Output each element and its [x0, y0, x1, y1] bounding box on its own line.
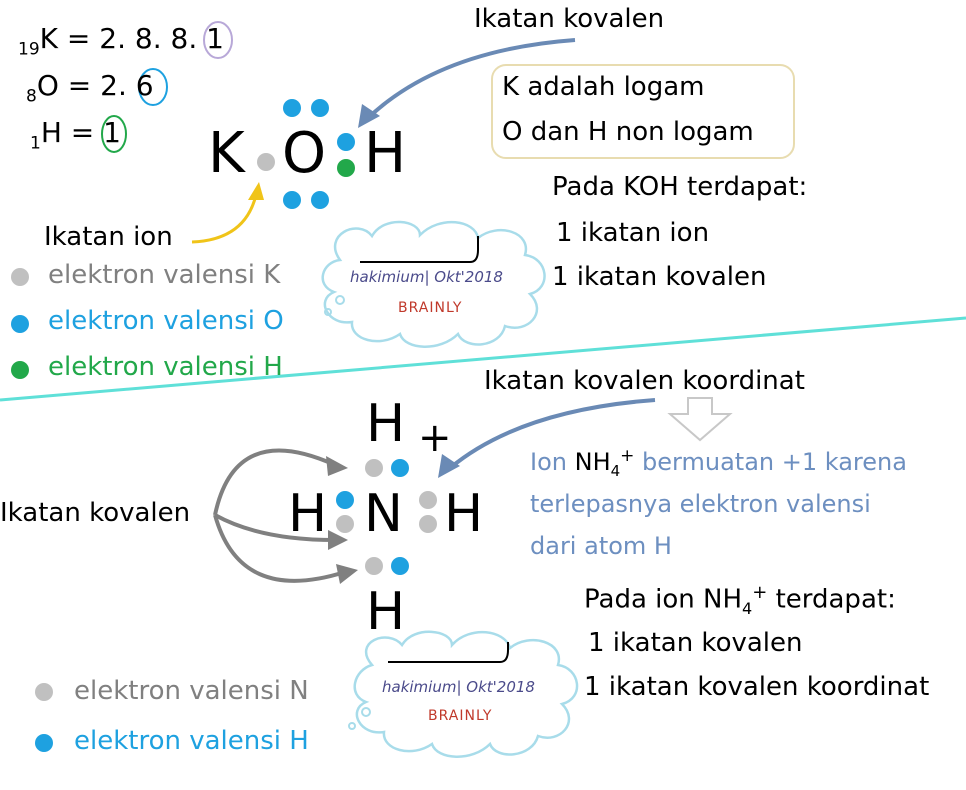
- nh4-summary-pre: Pada ion: [584, 584, 704, 615]
- o-valence-circle: [138, 68, 168, 106]
- info-box-border: [491, 64, 795, 159]
- legend-k-label: elektron valensi K: [48, 260, 281, 290]
- nh4-atom-h-bottom: H: [366, 582, 406, 642]
- koh-covalent-arrowhead: [358, 104, 380, 128]
- legend-dot-k: [11, 268, 29, 286]
- nh4-coordinate-arrowhead: [438, 454, 460, 478]
- config-k-last: 1: [206, 22, 224, 55]
- koh-ionic-arrowhead: [248, 182, 264, 200]
- nh4-covalent-label: Ikatan kovalen: [0, 498, 191, 528]
- watermark-1-brand: BRAINLY: [398, 300, 463, 316]
- nh4-covalent-arrows: [213, 448, 346, 583]
- nh4-covalent-arrowheads: [326, 456, 358, 584]
- koh-atom-h: H: [364, 121, 407, 186]
- legend-h2-label: elektron valensi H: [74, 726, 309, 756]
- legend-dot-n: [35, 683, 53, 701]
- koh-covalent-label: Ikatan kovalen: [474, 4, 665, 34]
- koh-ionic-arrow: [191, 194, 258, 244]
- nh4-desc-post: bermuatan +1 karena: [634, 448, 907, 476]
- config-o: 8O = 2. 6: [26, 69, 154, 107]
- koh-summary-covalent: 1 ikatan kovalen: [552, 262, 767, 292]
- nh4-desc-ion-sup: +: [620, 446, 635, 466]
- o-electron: [311, 191, 329, 209]
- o-electron: [311, 99, 329, 117]
- h-electron: [391, 557, 409, 575]
- config-h: 1H = 1: [30, 116, 121, 154]
- legend-dot-h2: [35, 734, 53, 752]
- k-valence-circle: [203, 21, 233, 59]
- nh4-charge: +: [418, 415, 452, 461]
- n-electron: [365, 557, 383, 575]
- nh4-summary-covalent: 1 ikatan kovalen: [588, 628, 803, 658]
- nh4-summary-ion: NH: [703, 584, 743, 615]
- legend-dot-o: [11, 315, 29, 333]
- o-electron: [337, 133, 355, 151]
- nh4-desc-pre: Ion: [530, 448, 575, 476]
- n-electron: [419, 515, 437, 533]
- k-electron: [257, 153, 275, 171]
- n-electron: [336, 515, 354, 533]
- nh4-desc-line-3: dari atom H: [530, 532, 672, 560]
- legend-n-label: elektron valensi N: [74, 676, 309, 706]
- h-electron: [391, 459, 409, 477]
- nh4-summary-title: Pada ion NH4+ terdapat:: [584, 582, 896, 618]
- n-electron: [419, 491, 437, 509]
- nh4-atom-h-top: H: [366, 394, 406, 454]
- config-h-symbol: H: [40, 116, 62, 149]
- cloud-watermark-1: [321, 220, 546, 348]
- n-electron: [365, 459, 383, 477]
- nh4-coordinate-label: Ikatan kovalen koordinat: [484, 366, 805, 396]
- cloud-watermark-2: [348, 630, 579, 758]
- section-divider: [0, 316, 966, 402]
- koh-summary-ionic: 1 ikatan ion: [556, 218, 710, 248]
- watermark-1-author: hakimium| Okt'2018: [350, 268, 503, 286]
- o-electron: [283, 99, 301, 117]
- config-k-symbol: K: [39, 22, 59, 55]
- legend-o-label: elektron valensi O: [48, 306, 284, 336]
- watermark-2-author: hakimium| Okt'2018: [382, 678, 535, 696]
- hollow-down-arrow: [667, 397, 733, 442]
- watermark-2-brand: BRAINLY: [428, 708, 493, 724]
- nh4-electrons: [336, 459, 437, 575]
- koh-summary-title: Pada KOH terdapat:: [552, 172, 808, 202]
- config-o-sub: 8: [26, 86, 37, 107]
- legend-h-label: elektron valensi H: [48, 352, 283, 382]
- info-line-2: O dan H non logam: [502, 117, 754, 147]
- config-h-last: 1: [103, 116, 121, 149]
- config-k-sub: 19: [18, 39, 40, 60]
- h-valence-circle: [101, 115, 127, 153]
- info-line-1: K adalah logam: [502, 72, 705, 102]
- h-electron: [336, 491, 354, 509]
- nh4-summary-post: terdapat:: [767, 584, 896, 615]
- config-k: 19K = 2. 8. 8. 1: [18, 22, 224, 60]
- config-o-last: 6: [135, 69, 154, 102]
- config-o-symbol: O: [36, 69, 59, 102]
- legend-dot-h: [11, 361, 29, 379]
- nh4-desc-line-1: Ion NH4+ bermuatan +1 karena: [530, 446, 907, 480]
- koh-electrons: [257, 99, 355, 209]
- h-electron: [337, 159, 355, 177]
- config-o-shells: = 2.: [58, 69, 136, 102]
- nh4-atom-h-left: H: [288, 484, 328, 544]
- nh4-desc-ion: NH: [574, 448, 611, 476]
- koh-covalent-arrow: [366, 38, 576, 120]
- nh4-coordinate-arrow: [448, 398, 656, 470]
- o-electron: [283, 191, 301, 209]
- config-k-shells: = 2. 8. 8.: [58, 22, 207, 55]
- config-h-shells: =: [61, 116, 104, 149]
- koh-atom-k: K: [208, 121, 245, 186]
- koh-ionic-label: Ikatan ion: [44, 222, 173, 252]
- koh-atom-o: O: [282, 121, 327, 186]
- nh4-summary-ion-sub: 4: [742, 598, 753, 618]
- nh4-atom-n: N: [364, 484, 403, 544]
- nh4-atom-h-right: H: [444, 484, 484, 544]
- nh4-desc-ion-sub: 4: [610, 461, 621, 480]
- nh4-summary-ion-sup: +: [752, 582, 768, 603]
- config-h-sub: 1: [30, 133, 41, 154]
- nh4-summary-coordinate: 1 ikatan kovalen koordinat: [584, 672, 930, 702]
- nh4-desc-line-2: terlepasnya elektron valensi: [530, 490, 871, 518]
